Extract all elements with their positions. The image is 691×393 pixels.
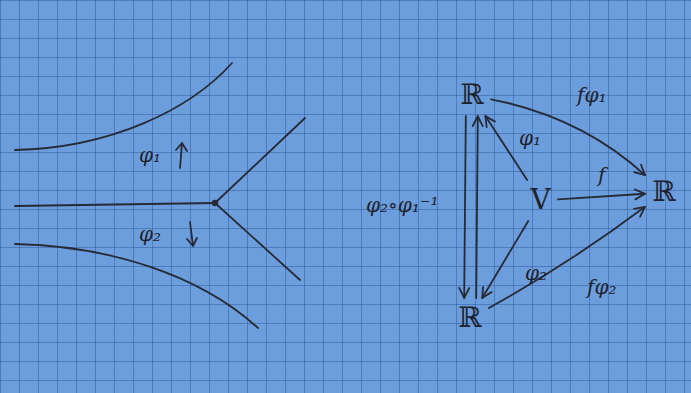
morphism-arrow [491, 99, 645, 175]
chart-curve [15, 244, 258, 328]
arrow-stroke [473, 116, 483, 126]
morphism-arrow [489, 207, 645, 308]
object-symbol: V [530, 185, 550, 216]
math-object: ℝ [648, 175, 680, 210]
morphism-arrow [558, 189, 645, 199]
arrow-label: φ₂∘φ₁⁻¹ [366, 194, 438, 216]
morphism-arrow [459, 116, 482, 298]
math-object: ℝ [456, 78, 488, 113]
arrow-stroke [464, 116, 466, 298]
arrow-stroke [482, 221, 528, 298]
arrow-stroke [634, 207, 645, 217]
math-object: V [526, 183, 555, 218]
arrow-label: φ₂ [525, 262, 547, 284]
object-symbol: ℝ [652, 177, 675, 208]
chart-curve [15, 63, 232, 150]
arrow-stroke [635, 189, 645, 199]
arrow-label: φ₁ [519, 127, 541, 149]
direction-arrow [176, 143, 187, 168]
arrow-label: fφ₁ [577, 84, 606, 106]
map-label: φ₁ [139, 144, 161, 166]
arrow-stroke [482, 287, 491, 298]
arrow-label: fφ₂ [587, 276, 616, 298]
graph-edge [15, 203, 215, 206]
object-symbol: ℝ [460, 80, 483, 111]
arrow-stroke [476, 116, 478, 298]
arrow-label: f [598, 164, 605, 186]
arrow-stroke [459, 288, 469, 298]
math-object: ℝ [454, 301, 486, 336]
arrow-stroke [489, 207, 645, 308]
morphism-arrow [482, 221, 528, 298]
arrow-stroke [485, 116, 495, 127]
map-label: φ₂ [139, 223, 161, 245]
vertex-dot [212, 200, 218, 206]
arrow-stroke [558, 194, 645, 200]
arrow-stroke [491, 99, 645, 175]
graph-edge [215, 118, 305, 203]
object-symbol: ℝ [458, 303, 481, 334]
direction-arrow [187, 222, 197, 246]
arrow-stroke [634, 165, 645, 175]
graph-edge [215, 203, 300, 280]
